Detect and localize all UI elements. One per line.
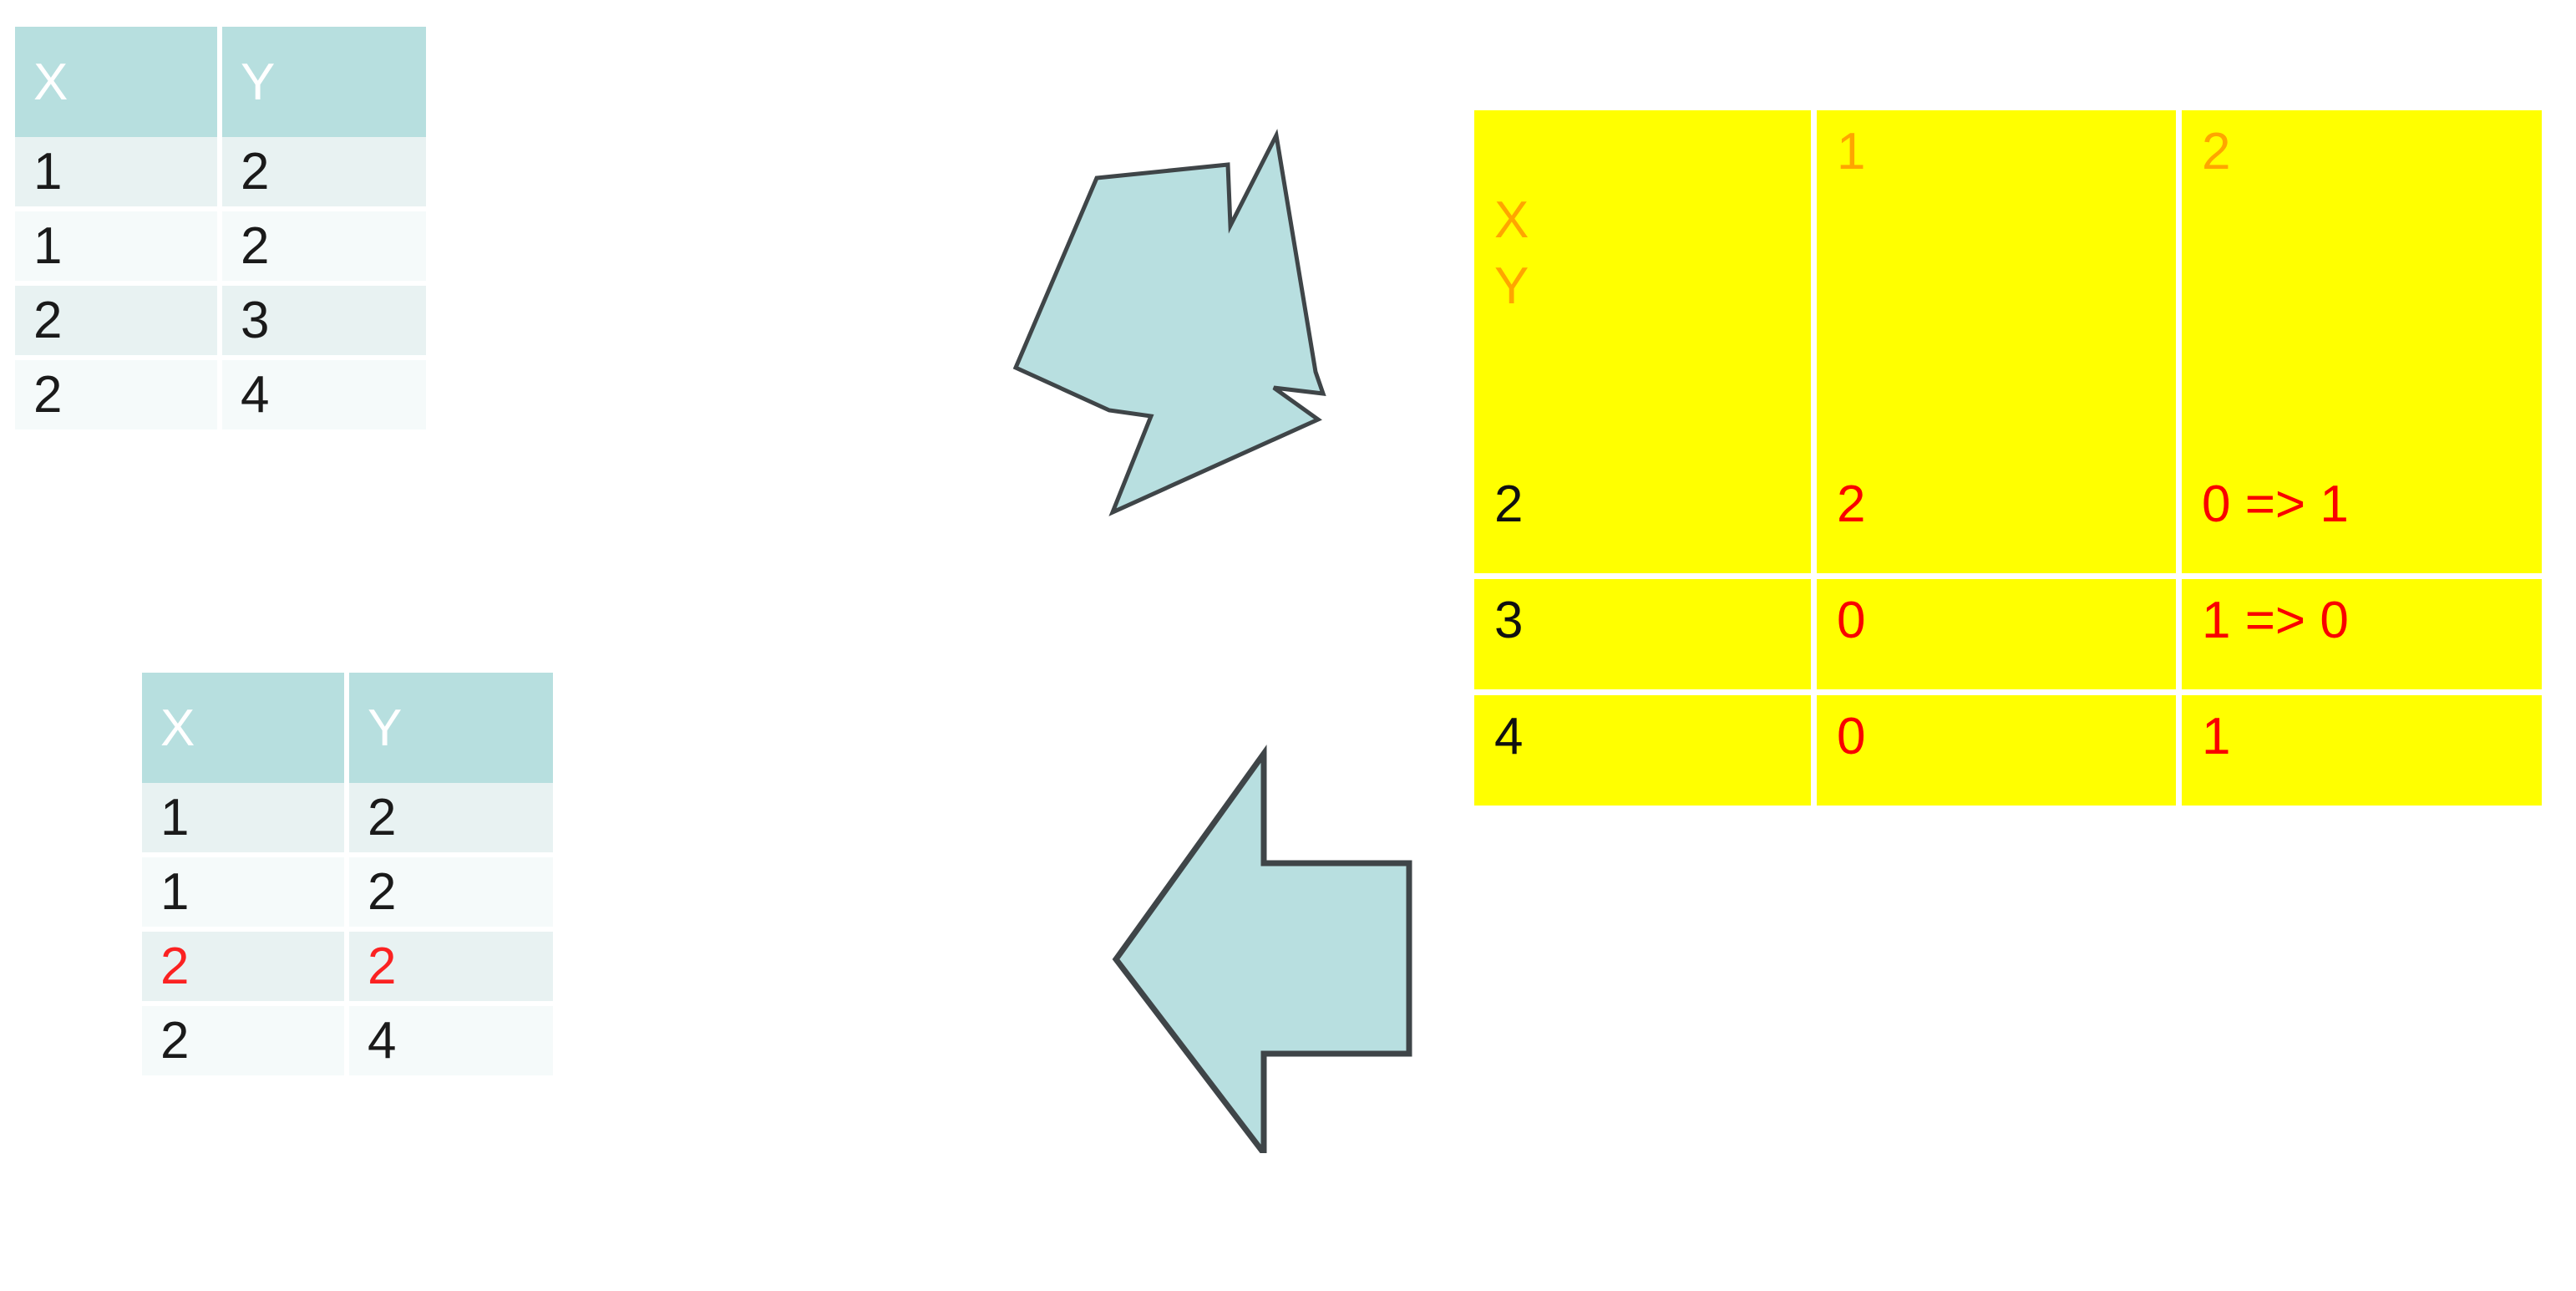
crosstab-row-label: 3 — [1474, 579, 1817, 695]
cell-x: 1 — [15, 209, 222, 286]
cell-y: 3 — [220, 283, 426, 360]
corner-row-label: X — [1494, 191, 1529, 249]
crosstab-cell: 0 => 1 — [2182, 463, 2542, 579]
block-arrow-left-icon — [1112, 745, 1412, 1153]
crosstab-row-label: 2 — [1474, 463, 1817, 579]
table-header-row: X Y — [142, 673, 553, 783]
crosstab-corner-cell: X Y — [1474, 110, 1817, 463]
table-row: 2 2 — [142, 929, 553, 1006]
column-header-y: Y — [220, 27, 426, 137]
jagged-arrow-down-right-icon — [1012, 129, 1326, 516]
cell-x: 1 — [142, 783, 349, 857]
column-header-x: X — [15, 27, 222, 137]
table-row: 1 2 — [142, 783, 553, 857]
table-row: 1 2 — [15, 137, 426, 211]
cell-x: 2 — [142, 929, 349, 1006]
cell-x: 1 — [15, 137, 222, 211]
cell-y: 2 — [220, 137, 426, 211]
crosstab-header-row: X Y 1 2 — [1474, 110, 2542, 463]
cell-y: 2 — [220, 209, 426, 286]
corner-col-label: Y — [1494, 257, 1529, 316]
crosstab-row: 2 2 0 => 1 — [1474, 463, 2542, 579]
column-header-y: Y — [347, 673, 553, 783]
crosstab-cell: 1 — [2182, 695, 2542, 806]
table-row: 2 4 — [142, 1004, 553, 1080]
table-row: 2 4 — [15, 358, 426, 435]
crosstab-cell: 0 — [1817, 695, 2182, 806]
table-row: 1 2 — [142, 855, 553, 932]
column-header-x: X — [142, 673, 349, 783]
crosstab-cell: 0 — [1817, 579, 2182, 695]
result-xy-table: X Y 1 2 1 2 2 2 2 4 — [142, 673, 553, 1080]
crosstab-cell: 1 => 0 — [2182, 579, 2542, 695]
cell-x: 2 — [15, 358, 222, 435]
cell-x: 2 — [142, 1004, 349, 1080]
table-row: 2 3 — [15, 283, 426, 360]
table-header-row: X Y — [15, 27, 426, 137]
cell-x: 2 — [15, 283, 222, 360]
crosstab-row: 3 0 1 => 0 — [1474, 579, 2542, 695]
cell-x: 1 — [142, 855, 349, 932]
crosstab-column-header-2: 2 — [2182, 110, 2542, 463]
cell-y: 4 — [347, 1004, 553, 1080]
cell-y: 4 — [220, 358, 426, 435]
cell-y: 2 — [347, 929, 553, 1006]
crosstab-column-header-1: 1 — [1817, 110, 2182, 463]
table-row: 1 2 — [15, 209, 426, 286]
cell-y: 2 — [347, 783, 553, 857]
crosstab-cell: 2 — [1817, 463, 2182, 579]
crosstab-row-label: 4 — [1474, 695, 1817, 806]
xy-crosstab-table: X Y 1 2 2 2 0 => 1 3 0 1 => 0 4 0 — [1474, 110, 2542, 806]
source-xy-table: X Y 1 2 1 2 2 3 2 4 — [15, 27, 426, 435]
cell-y: 2 — [347, 855, 553, 932]
crosstab-row: 4 0 1 — [1474, 695, 2542, 806]
